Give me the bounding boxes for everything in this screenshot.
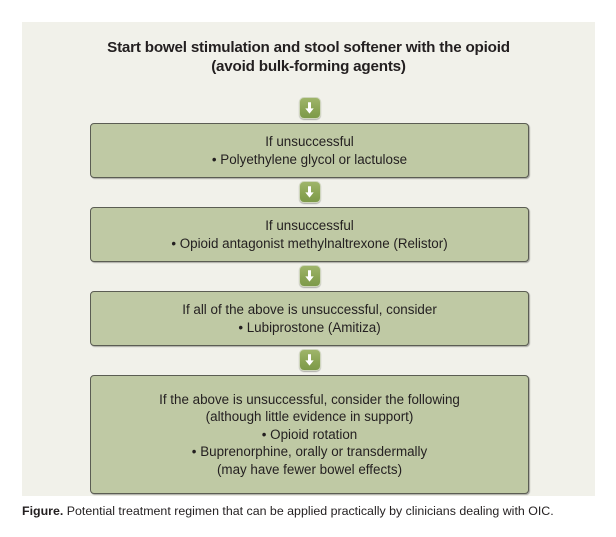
page-title: Start bowel stimulation and stool soften… — [22, 38, 595, 76]
flow-step-4-line-1: If the above is unsuccessful, consider t… — [159, 391, 460, 407]
flow-step-3-line-1: If all of the above is unsuccessful, con… — [182, 302, 437, 317]
arrow-down-icon — [298, 349, 321, 371]
flow-step-4-line-2: (although little evidence in support) — [205, 409, 414, 425]
flow-step-3: If all of the above is unsuccessful, con… — [90, 291, 529, 346]
figure-caption-label: Figure. — [22, 504, 64, 518]
arrow-connector-3 — [90, 262, 529, 291]
flow-step-1-line-1: If unsuccessful — [265, 134, 354, 149]
arrow-down-icon — [298, 181, 321, 203]
arrow-connector-1 — [90, 94, 529, 123]
flow-step-4-line-5: (may have fewer bowel effects) — [216, 461, 403, 477]
flow-step-3-line-2: • Lubiprostone (Amitiza) — [238, 319, 381, 335]
arrow-down-icon — [298, 265, 321, 287]
flow-step-1-line-2: • Polyethylene glycol or lactulose — [211, 151, 408, 167]
title-line-1: Start bowel stimulation and stool soften… — [107, 39, 510, 56]
flow-step-1: If unsuccessful • Polyethylene glycol or… — [90, 123, 529, 178]
figure-caption: Figure. Potential treatment regimen that… — [22, 503, 602, 519]
figure-panel: Start bowel stimulation and stool soften… — [22, 22, 595, 496]
flow-step-4: If the above is unsuccessful, consider t… — [90, 375, 529, 494]
arrow-connector-2 — [90, 178, 529, 207]
flow-step-4-line-4: • Buprenorphine, orally or transdermally — [191, 444, 428, 460]
arrow-connector-4 — [90, 346, 529, 375]
figure-caption-text: Potential treatment regimen that can be … — [63, 504, 554, 518]
flowchart: If unsuccessful • Polyethylene glycol or… — [90, 94, 529, 494]
flow-step-2: If unsuccessful • Opioid antagonist meth… — [90, 207, 529, 262]
flow-step-2-line-2: • Opioid antagonist methylnaltrexone (Re… — [171, 235, 448, 251]
flow-step-2-line-1: If unsuccessful — [265, 218, 354, 233]
title-line-2: (avoid bulk-forming agents) — [211, 58, 406, 75]
flow-step-4-line-3: • Opioid rotation — [261, 426, 358, 442]
arrow-down-icon — [298, 97, 321, 119]
